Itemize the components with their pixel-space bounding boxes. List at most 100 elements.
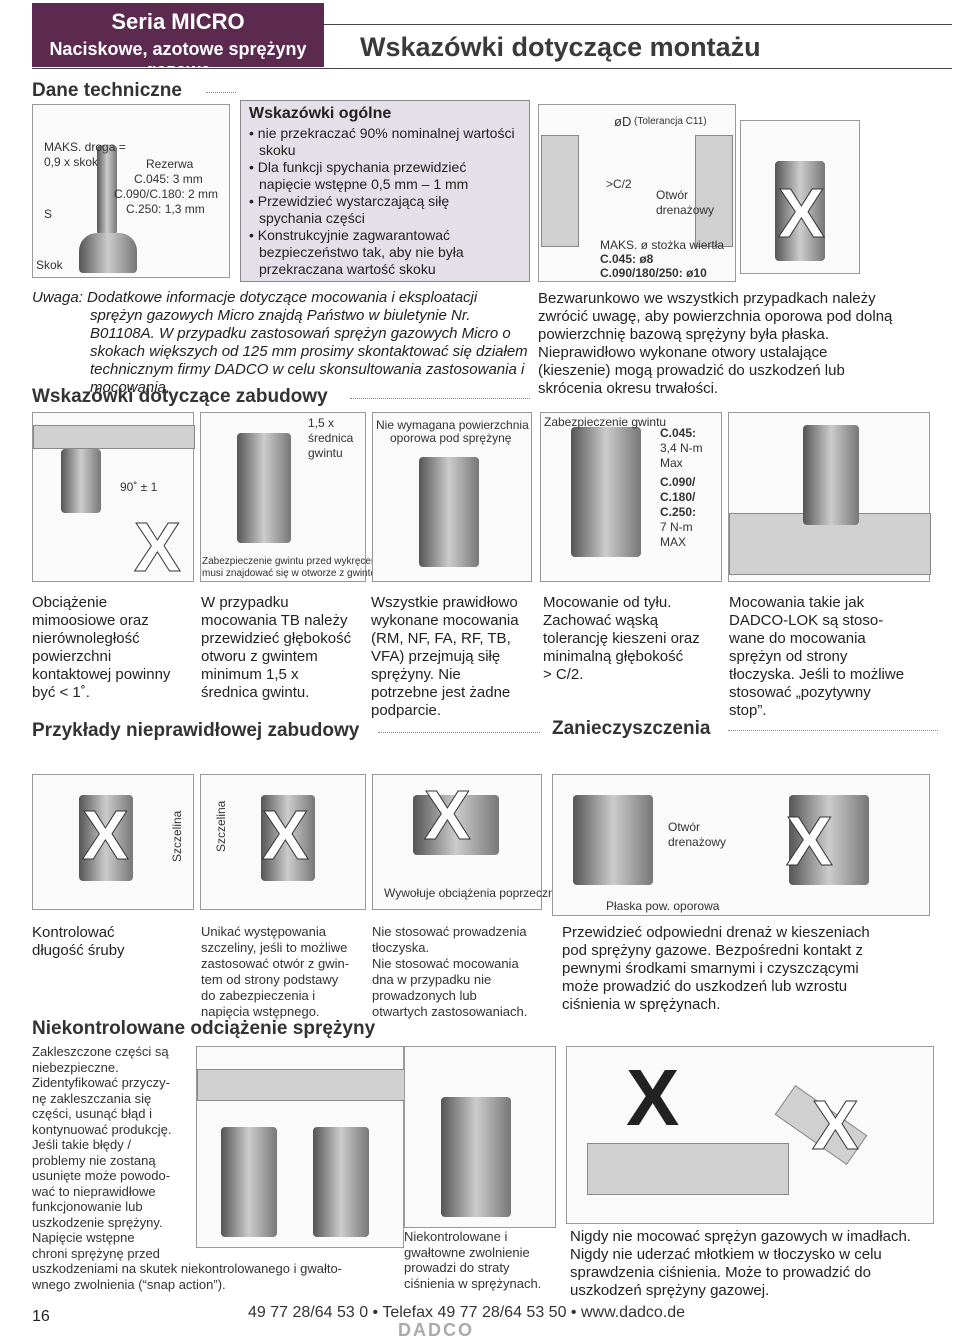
contam-rule (728, 730, 938, 731)
contam-heading: Zanieczyszczenia (552, 718, 711, 739)
caption-line: > C/2. (543, 666, 584, 683)
thread-depth1: 1,5 x (308, 416, 335, 430)
mount-fig3-spring (419, 457, 479, 567)
caption-line: otwartych zastosowaniach. (372, 1004, 528, 1019)
caption-guide: Nie stosować prowadzenia tłoczyska. Nie … (372, 924, 527, 1020)
x-mark-icon: X (262, 796, 310, 874)
wrong-fig2-spring (261, 795, 315, 881)
maks-line1: MAKS. droga = (44, 140, 126, 154)
text-line: uszkodzenie sprężyny. (32, 1214, 163, 1230)
mount-fig3 (372, 412, 532, 582)
header-rule (324, 24, 952, 25)
reserve-c250: C.250: 1,3 mm (126, 202, 205, 216)
footer-contact: 49 77 28/64 53 0 • Telefax 49 77 28/64 5… (248, 1304, 686, 1321)
text-line: Nigdy nie mocować sprężyn gazowych w ima… (570, 1228, 911, 1245)
reserve-label: Rezerwa (146, 157, 194, 171)
tolerance-label: (Tolerancja C11) (634, 116, 707, 127)
caption-line: VFA) przejmują siłę (371, 648, 501, 665)
mount-rule (350, 398, 530, 399)
mount-fig5-plate (729, 513, 931, 575)
warning-line6: mocowania. (90, 379, 171, 396)
reserve-c090: C.090/C.180: 2 mm (114, 187, 219, 201)
text-line: wać to nieprawidłowe (32, 1183, 156, 1199)
uncontrolled-middle-text: Niekontrolowane i gwałtowne zwolnienie p… (404, 1229, 541, 1291)
warning-line3: B01108A. W przypadku zastosowań sprężyn … (90, 325, 511, 342)
text-line: uszkodzeń sprężyny gazowej. (570, 1282, 770, 1299)
general-item: napięcie wstępne 0,5 mm – 1 mm (259, 176, 469, 192)
text-line: sprawdzenia ciśnienia. Może to prowadzić… (570, 1264, 871, 1281)
caption-line: dna w przypadku nie (372, 972, 492, 987)
caption-line: otworu z gwintem (201, 648, 318, 665)
no-support-label1: Nie wymagana powierzchnia (376, 418, 529, 432)
wrong-rule (378, 732, 540, 733)
general-item: • Przewidzieć wystarczającą siłę (249, 193, 450, 209)
contam-spring-right (789, 795, 869, 885)
caption-line: tłoczyska. (372, 940, 430, 955)
text-line: Zakleszczone części są (32, 1044, 169, 1059)
caption-dadco-lok: Mocowania takie jak DADCO-LOK są stoso- … (729, 594, 904, 720)
flat-line1: Bezwarunkowo we wszystkich przypadkach n… (538, 290, 876, 307)
mount-fig4-spring (571, 427, 641, 557)
caption-line: minimum 1,5 x (201, 666, 299, 683)
text-line: nę zakleszczania się (32, 1090, 152, 1106)
text-line: wnego zwolnienia (“snap action”). (32, 1276, 226, 1292)
flat-line2: zwrócić uwagę, aby powierzchnia oporowa … (538, 308, 893, 325)
caption-line: nierównoległość (32, 630, 140, 647)
drill-c090: C.090/180/250: ø10 (600, 266, 707, 280)
caption-line: Nie stosować mocowania (372, 956, 519, 971)
caption-line: Mocowanie od tyłu. (543, 594, 672, 611)
x-mark-icon: X (778, 174, 826, 252)
general-item: bezpieczeństwo tak, aby nie była (259, 244, 464, 260)
torque-c250: C.250: (660, 505, 697, 519)
contam-drain2: drenażowy (668, 835, 727, 849)
caption-line: być < 1˚. (32, 684, 90, 701)
torque-max2: MAX (660, 535, 687, 549)
flat-line4: Nieprawidłowo wykonane otwory ustalające (538, 344, 828, 361)
caption-line: przewidzieć głębokość (201, 630, 352, 647)
mount-heading: Wskazówki dotyczące zabudowy (32, 386, 328, 407)
thread-depth2: średnica (308, 431, 354, 445)
caption-line: tem od strony podstawy (201, 972, 339, 987)
page-number: 16 (32, 1308, 50, 1325)
caption-line: szczeliny, jeśli to możliwe (201, 940, 348, 955)
snap-fig1-spring-right (313, 1127, 369, 1237)
text-line: kontynuować produkcję. (32, 1121, 172, 1137)
tech-figure (32, 104, 230, 278)
uncontrolled-left-text: Zakleszczone części są niebezpieczne. Zi… (32, 1044, 342, 1292)
torque-c090: C.090/ (660, 475, 696, 489)
snap-figure2 (404, 1046, 556, 1228)
general-item: spychania części (259, 210, 365, 226)
text-line: Zidentyfikować przyczy- (32, 1075, 170, 1090)
caption-line: wykonane mocowania (371, 612, 519, 629)
text-line: funkcjonowanie lub (32, 1199, 143, 1214)
caption-line: napięcia wstępnego. (201, 1004, 320, 1019)
no-support-label2: oporowa pod sprężynę (390, 431, 512, 445)
caption-line: Obciążenie (32, 594, 108, 611)
mount-fig1 (32, 412, 195, 582)
warning-line4: skokach większych od 125 mm prosimy skon… (90, 343, 528, 360)
caption-line: średnica gwintu. (201, 684, 310, 701)
caption-tb: W przypadku mocowania TB należy przewidz… (201, 594, 351, 702)
caption-line: pod sprężyny gazowe. Bezpośredni kontakt… (562, 942, 864, 959)
general-item: przekraczana wartość skoku (259, 261, 436, 277)
contam-spring-left (573, 795, 653, 885)
mount-fig4 (540, 412, 722, 582)
general-notes-box: Wskazówki ogólne • nie przekraczać 90% n… (240, 100, 530, 282)
snap-fig1-spring-left (221, 1127, 277, 1237)
contam-drain1: Otwór (668, 820, 701, 834)
drain-label1: Otwór (656, 188, 689, 202)
caption-line: sprężyn od strony (729, 648, 848, 665)
text-line: problemy nie zostaną (32, 1152, 156, 1168)
x-mark-icon: X (786, 802, 834, 880)
thread-lock-note1: Zabezpieczenie gwintu przed wykręceniem (202, 556, 393, 567)
contam-text: Przewidzieć odpowiedni drenaż w kieszeni… (562, 924, 870, 1014)
caption-line: mimoosiowe oraz (32, 612, 149, 629)
x-mark-icon: X (82, 796, 130, 874)
gap-label2: Szczelina (214, 800, 228, 852)
warning-line1: Uwaga: Dodatkowe informacje dotyczące mo… (32, 289, 478, 306)
caption-line: (RM, NF, FA, RF, TB, (371, 630, 511, 647)
series-header: Seria MICRO Naciskowe, azotowe sprężyny … (32, 3, 324, 80)
vise-hammer-figure (566, 1046, 934, 1224)
caption-line: potrzebne jest żadne (371, 684, 511, 701)
s-label: S (44, 207, 53, 221)
